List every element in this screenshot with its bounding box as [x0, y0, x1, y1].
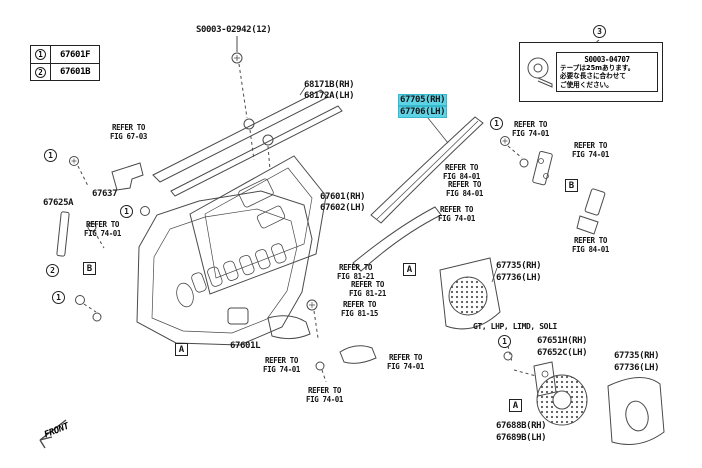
part-label-67637: 67637	[92, 189, 118, 199]
part-label-67689b-lh: 67689B(LH)	[496, 433, 547, 443]
part-label-67602-lh: 67602(LH)	[320, 203, 366, 213]
clip-icon	[243, 118, 274, 146]
speaker-panel-icon	[607, 377, 665, 445]
part-label-67736-lh: 67736(LH)	[496, 273, 542, 283]
circled-number-1: 1	[35, 49, 46, 60]
variant-note: GT, LHP, LIMD, SOLI	[473, 322, 557, 331]
part-label-67601-rh: 67601(RH)	[320, 192, 366, 202]
hinge-bracket-icon	[111, 162, 144, 191]
screw-icon	[306, 299, 325, 371]
view-box-a: A	[403, 263, 416, 276]
legend-part-number: 67601F	[60, 49, 91, 60]
view-box-b: B	[565, 179, 578, 192]
screw-icon	[500, 136, 510, 146]
tape-note-inner: S0003-04707 テープは25mあります。 必要な長さに合わせて ご使用く…	[556, 51, 658, 93]
screw-icon	[503, 351, 513, 361]
tape-stamp: S0003-04707	[584, 54, 630, 64]
circled-marker-1: 1	[120, 205, 133, 218]
tape-note-box: S0003-04707 テープは25mあります。 必要な長さに合わせて ご使用く…	[519, 42, 663, 102]
tape-note-line: 必要な長さに合わせて	[560, 72, 626, 81]
part-label-67735-rh: 67735(RH)	[496, 261, 542, 271]
speaker-grille-icon	[439, 257, 501, 330]
part-label-68171b-rh: 68171B(RH)	[304, 80, 355, 90]
part-label-68172a-lh: 68172A(LH)	[304, 91, 355, 101]
part-label-67736-lh-2: 67736(LH)	[614, 363, 660, 373]
part-label-67652c-lh: 67652C(LH)	[537, 348, 588, 358]
stay-strip-icon	[56, 211, 70, 257]
weatherstrip-moulding-icon	[152, 85, 343, 197]
screw-icon	[231, 52, 243, 64]
check-bracket-icon	[532, 150, 606, 235]
circled-number-2: 2	[35, 66, 46, 78]
tape-note-line: ご使用ください。	[560, 80, 613, 89]
part-label-67601l: 67601L	[230, 341, 261, 351]
legend-row: 1 67601F	[31, 46, 99, 63]
part-label-67735-rh-2: 67735(RH)	[614, 351, 660, 361]
catalog-stamp: S0003-02942(12)	[196, 25, 272, 35]
part-label-67688b-rh: 67688B(RH)	[496, 421, 547, 431]
circled-marker-1: 1	[44, 149, 57, 162]
part-label-67625a: 67625A	[43, 198, 74, 208]
armrest-garnish-icon	[352, 116, 484, 272]
part-label-67651h-rh: 67651H(RH)	[537, 336, 588, 346]
legend-part-number: 67601B	[60, 67, 91, 77]
speaker-icon	[536, 374, 588, 426]
circled-number-3: 3	[593, 25, 606, 38]
front-arrow-icon	[39, 419, 67, 449]
tape-note-line: テープは25mあります。	[560, 63, 635, 72]
armrest-bracket-icon	[227, 307, 377, 364]
circled-marker-1: 1	[490, 117, 503, 130]
view-box-a: A	[509, 399, 522, 412]
legend-row: 2 67601B	[31, 63, 100, 80]
screw-icon	[69, 156, 150, 322]
part-label-67706-lh-highlighted: 67706(LH)	[399, 107, 447, 118]
view-box-a: A	[175, 343, 188, 356]
tape-spool-icon	[527, 57, 553, 88]
circled-marker-1: 1	[52, 291, 65, 304]
circled-marker-1: 1	[498, 335, 511, 348]
legend-box: 1 67601F 2 67601B	[30, 45, 101, 81]
door-trim-panel-icon	[136, 190, 313, 346]
circled-marker-2: 2	[46, 264, 59, 277]
view-box-b: B	[83, 262, 96, 275]
part-label-67705-rh-highlighted: 67705(RH)	[399, 95, 447, 106]
